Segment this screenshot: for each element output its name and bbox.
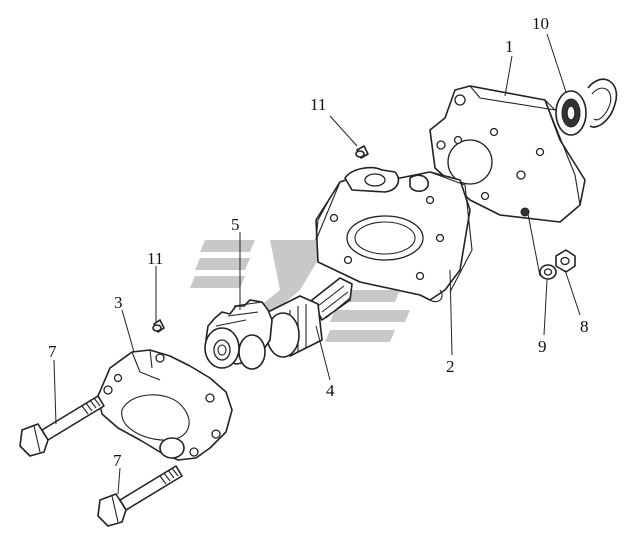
callout-9: 9 xyxy=(538,337,547,356)
part-5-driven-gear xyxy=(204,299,273,370)
part-11-dowel-pin-lower xyxy=(152,319,165,333)
part-10-bearing-seal xyxy=(555,78,618,136)
callout-2: 2 xyxy=(446,357,455,376)
callout-10: 10 xyxy=(532,14,549,33)
callout-labels: 1 10 11 5 11 3 7 7 4 2 9 8 xyxy=(48,14,589,470)
callout-8: 8 xyxy=(580,317,589,336)
part-2-pump-body xyxy=(315,166,473,303)
part-3-front-cover xyxy=(97,349,233,461)
part-9-washer xyxy=(539,264,557,280)
callout-5: 5 xyxy=(231,215,240,234)
part-11-dowel-pin-upper xyxy=(355,145,369,159)
callout-11-lower: 11 xyxy=(147,249,163,268)
callout-7-lower: 7 xyxy=(113,451,122,470)
callout-3: 3 xyxy=(114,293,123,312)
callout-1: 1 xyxy=(505,37,514,56)
callout-4: 4 xyxy=(326,381,335,400)
part-4-drive-gear-shaft xyxy=(266,277,353,358)
part-1-rear-cover xyxy=(429,85,586,223)
part-8-nut xyxy=(555,249,576,273)
callout-11-upper: 11 xyxy=(310,95,326,114)
part-7-bolt-upper xyxy=(19,395,105,457)
leader-lines xyxy=(53,33,581,495)
callout-7-upper: 7 xyxy=(48,342,57,361)
part-7-bolt-lower xyxy=(97,465,183,527)
